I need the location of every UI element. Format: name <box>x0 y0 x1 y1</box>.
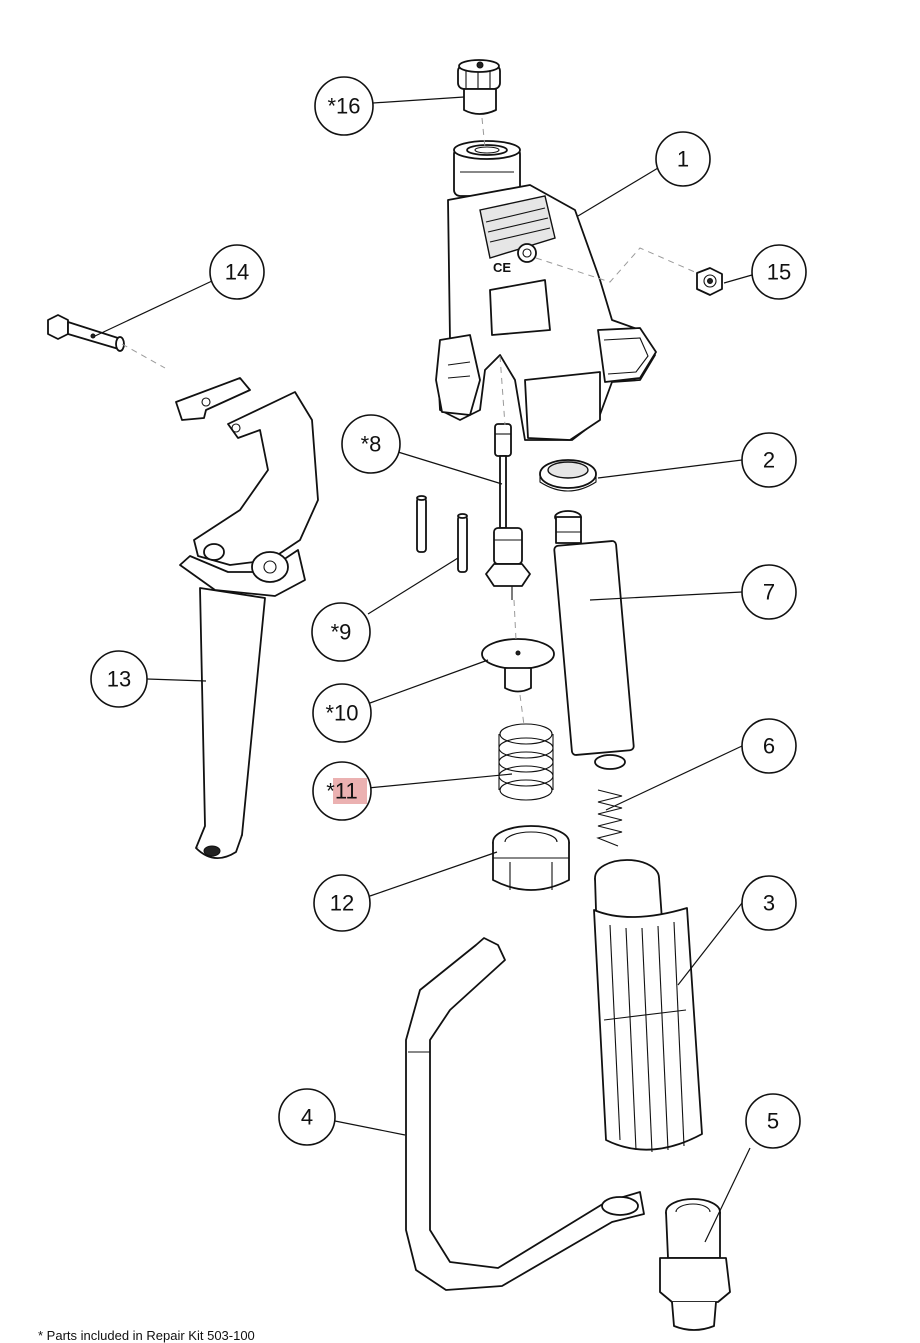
label-highlight <box>333 778 367 804</box>
callout-6: 6 <box>741 718 797 774</box>
callout-3: 3 <box>741 875 797 931</box>
part-9-pins <box>416 495 468 573</box>
part-14-hinge-bolt <box>47 314 125 352</box>
part-15-nut <box>696 267 723 296</box>
callout-label: *8 <box>361 432 382 457</box>
callout-5: 5 <box>745 1093 801 1149</box>
callout-label: 1 <box>677 147 689 172</box>
ce-mark: CE <box>493 260 511 275</box>
callout-7: 7 <box>741 564 797 620</box>
callout-12: 12 <box>313 874 371 932</box>
part-12-retainer <box>492 825 570 891</box>
callout-11: *11 <box>312 761 372 821</box>
callout-15: 15 <box>751 244 807 300</box>
callout-label: 3 <box>763 891 775 916</box>
callout-8: *8 <box>341 414 401 474</box>
leader-lines <box>94 96 753 1243</box>
part-1-gun-head: CE <box>435 140 657 441</box>
part-5-swivel <box>659 1198 731 1331</box>
repair-kit-footnote: * Parts included in Repair Kit 503-100 <box>38 1328 255 1343</box>
part-13-trigger <box>175 377 319 859</box>
callout-14: 14 <box>209 244 265 300</box>
callout-10: *10 <box>312 683 372 743</box>
assembly-center-lines <box>121 117 698 726</box>
part-16-tip-cap <box>457 59 501 115</box>
part-10-diaphragm <box>481 638 555 693</box>
callout-16: *16 <box>314 76 374 136</box>
part-4-trigger-guard <box>405 937 645 1291</box>
callout-label: 12 <box>330 891 354 916</box>
callout-label: 4 <box>301 1105 313 1130</box>
callout-2: 2 <box>741 432 797 488</box>
part-6-small-spring <box>596 789 623 847</box>
part-2-seal-ring <box>539 459 597 492</box>
callout-label: 2 <box>763 448 775 473</box>
part-3-grip <box>593 859 703 1153</box>
part-8-needle <box>485 423 531 600</box>
callout-label: *10 <box>325 701 358 726</box>
callout-label: *16 <box>327 94 360 119</box>
callout-9: *9 <box>311 602 371 662</box>
callout-label: 14 <box>225 260 249 285</box>
callout-label: 13 <box>107 667 131 692</box>
callout-1: 1 <box>655 131 711 187</box>
callout-4: 4 <box>278 1088 336 1146</box>
callout-label: 7 <box>763 580 775 605</box>
callout-label: 5 <box>767 1109 779 1134</box>
part-11-spring <box>498 723 554 801</box>
callout-label: 6 <box>763 734 775 759</box>
callout-label: *9 <box>331 620 352 645</box>
part-7-filter-tube <box>553 510 635 770</box>
callout-label: 15 <box>767 260 791 285</box>
callout-13: 13 <box>90 650 148 708</box>
callout-label: *11 <box>326 779 357 804</box>
